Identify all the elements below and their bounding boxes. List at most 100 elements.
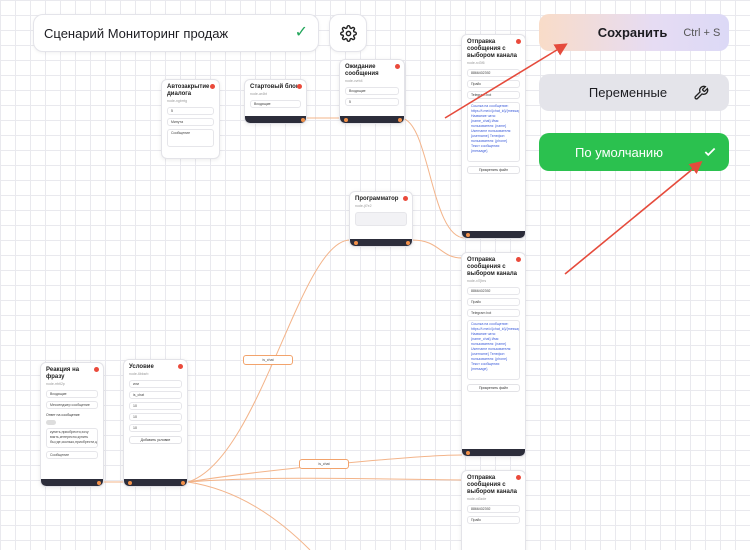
- attach-file-button[interactable]: Прикрепить файл: [467, 384, 520, 392]
- code-field[interactable]: [355, 212, 407, 226]
- message-field[interactable]: Сообщение: [46, 451, 98, 459]
- edge-programmer-send2: [411, 239, 463, 259]
- check-icon: [703, 145, 717, 159]
- node-footer: [350, 239, 412, 246]
- input-port[interactable]: [128, 480, 132, 485]
- close-icon[interactable]: [178, 364, 183, 369]
- node-title: Отправка сообщения с выбором канала: [467, 257, 517, 277]
- node-title: Отправка сообщения с выбором канала: [467, 39, 517, 59]
- node-phrase-reaction[interactable]: Реакция на фразу node-rrbtl2p Входящие М…: [40, 362, 104, 487]
- node-footer: [462, 449, 525, 456]
- template-select[interactable]: Прайс: [467, 80, 520, 88]
- edge-label[interactable]: is_chat: [299, 459, 349, 469]
- message-body[interactable]: Ссылка на сообщение: https://t.me/c/{cha…: [467, 320, 520, 380]
- attach-file-button[interactable]: Прикрепить файл: [467, 166, 520, 174]
- condition-row[interactable]: 10: [129, 402, 182, 410]
- node-id: node-xl7jbrs: [467, 279, 487, 283]
- node-id: node-6bksrb: [129, 372, 149, 376]
- node-title: Стартовый блок: [250, 84, 299, 90]
- channel-select[interactable]: Входящие: [345, 87, 399, 95]
- node-title: Реакция на фразу: [46, 367, 80, 380]
- edge-condition-down: [187, 481, 311, 550]
- close-icon[interactable]: [516, 475, 521, 480]
- node-waiting[interactable]: Ожидание сообщения node-vvrb4 Входящие 5: [339, 59, 405, 124]
- close-icon[interactable]: [516, 39, 521, 44]
- input-port[interactable]: [354, 240, 358, 245]
- settings-button[interactable]: [329, 14, 367, 52]
- edge-condition-send3: [187, 477, 463, 483]
- node-footer: [124, 479, 187, 486]
- channel-select[interactable]: Входящие: [46, 390, 98, 398]
- node-footer: [462, 231, 525, 238]
- node-programmer[interactable]: Программатор node-jt7e2: [349, 191, 413, 247]
- output-port[interactable]: [406, 240, 410, 245]
- node-send-message-3[interactable]: Отправка сообщения с выбором канала node…: [461, 470, 526, 550]
- node-id: node-ar4bt: [250, 92, 267, 96]
- variables-button[interactable]: Переменные: [539, 74, 729, 111]
- channel-select[interactable]: Входящие: [250, 100, 301, 108]
- node-title: Программатор: [355, 196, 399, 202]
- type-select[interactable]: Мессенджер сообщение: [46, 401, 98, 409]
- message-field[interactable]: Сообщение: [167, 129, 214, 147]
- edge-label[interactable]: is_chat: [243, 355, 293, 365]
- input-port[interactable]: [344, 117, 348, 122]
- output-port[interactable]: [301, 117, 305, 122]
- node-start[interactable]: Стартовый блок node-ar4bt Входящие: [244, 79, 307, 124]
- default-label: По умолчанию: [575, 144, 663, 160]
- close-icon[interactable]: [516, 257, 521, 262]
- output-port[interactable]: [97, 480, 101, 485]
- chat-id-field[interactable]: 8866402392: [467, 287, 520, 295]
- save-shortcut: Ctrl + S: [683, 26, 721, 39]
- channel-select[interactable]: Telegram bot: [467, 309, 520, 317]
- reply-toggle[interactable]: [46, 420, 56, 425]
- node-id: node-rrbtl2p: [46, 382, 65, 386]
- chat-id-field[interactable]: 8866402392: [467, 505, 520, 513]
- scenario-title-field[interactable]: Сценарий Мониторинг продаж ✓: [33, 14, 319, 52]
- scenario-title-text: Сценарий Мониторинг продаж: [44, 25, 229, 41]
- check-icon: ✓: [294, 24, 308, 41]
- close-icon[interactable]: [403, 196, 408, 201]
- channel-select[interactable]: Telegram bot: [467, 91, 520, 99]
- node-condition[interactable]: Условие node-6bksrb или is_chat 10 10 10…: [123, 359, 188, 487]
- condition-row[interactable]: is_chat: [129, 391, 182, 399]
- template-select[interactable]: Прайс: [467, 516, 520, 524]
- close-icon[interactable]: [297, 84, 302, 89]
- edge-waiting-send1: [399, 117, 466, 239]
- timeout-field[interactable]: 5: [345, 98, 399, 106]
- node-id: node-vvrb4: [345, 79, 363, 83]
- logic-select[interactable]: или: [129, 380, 182, 388]
- node-id: node-ngbrrtg: [167, 99, 188, 103]
- phrases-field[interactable]: купить,приобрести,хочу взять,интересно,к…: [46, 428, 98, 448]
- arrow-to-save: [444, 43, 568, 119]
- input-port[interactable]: [466, 232, 470, 237]
- node-send-message-2[interactable]: Отправка сообщения с выбором канала node…: [461, 252, 526, 457]
- timeout-field[interactable]: 5: [167, 107, 214, 115]
- node-footer: [41, 479, 103, 486]
- close-icon[interactable]: [94, 367, 99, 372]
- node-id: node-xt3zde: [467, 497, 487, 501]
- node-footer: [245, 116, 306, 123]
- node-send-message-1[interactable]: Отправка сообщения с выбором канала node…: [461, 34, 526, 239]
- output-port[interactable]: [181, 480, 185, 485]
- edge-condition-programmer: [187, 239, 351, 483]
- node-autoclose[interactable]: Автозакрытие диалога node-ngbrrtg 5 Мину…: [161, 79, 220, 159]
- output-port[interactable]: [398, 117, 402, 122]
- node-id: node-jt7e2: [355, 204, 372, 208]
- message-body[interactable]: Ссылка на сообщение: https://t.me/c/{cha…: [467, 102, 520, 162]
- condition-row[interactable]: 10: [129, 424, 182, 432]
- gear-icon: [339, 24, 357, 42]
- unit-select[interactable]: Минута: [167, 118, 214, 126]
- node-id: node-rcl3f6: [467, 61, 485, 65]
- save-button[interactable]: Сохранить Ctrl + S: [539, 14, 729, 51]
- add-condition-button[interactable]: Добавить условие: [129, 436, 182, 444]
- variables-label: Переменные: [588, 85, 668, 100]
- close-icon[interactable]: [395, 64, 400, 69]
- node-footer: [340, 116, 404, 123]
- close-icon[interactable]: [210, 84, 215, 89]
- input-port[interactable]: [466, 450, 470, 455]
- node-title: Отправка сообщения с выбором канала: [467, 475, 517, 495]
- template-select[interactable]: Прайс: [467, 298, 520, 306]
- condition-row[interactable]: 10: [129, 413, 182, 421]
- save-label: Сохранить: [597, 25, 668, 40]
- node-title: Условие: [129, 364, 154, 370]
